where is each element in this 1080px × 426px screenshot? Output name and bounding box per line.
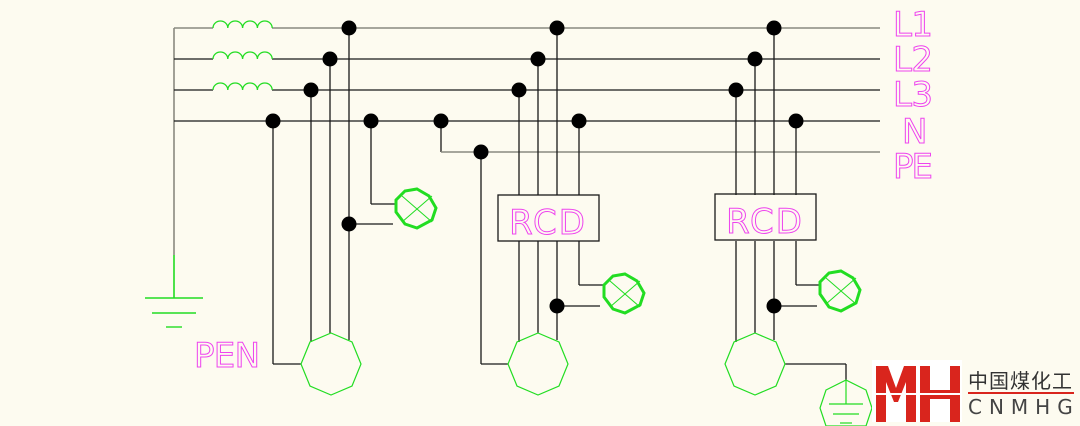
bus-PE [440,121,880,153]
earth-ground-icon [145,297,203,328]
circuit-3-junctions [728,20,804,314]
circuit-3-wires [735,28,847,380]
bus-label-L1: L1 [893,5,933,45]
rcd-2-label: RCD [726,202,804,242]
lamp-octagon [394,187,438,230]
rcd-2: RCD [714,193,817,243]
rcd-1-label: RCD [509,203,587,243]
logo-divider [968,392,1074,394]
bus-label-L2: L2 [893,40,933,80]
logo-chinese-text: 中国煤化工 [968,369,1073,393]
winding-L1-icon [212,20,273,29]
winding-L3-icon [212,82,273,91]
circuit-1-wires [272,28,395,365]
bus-label-N: N [902,112,927,152]
pen-label: PEN [194,336,260,376]
logo-mark-icon [872,360,962,422]
motor-load-1-icon [300,332,362,396]
bus-label-PE: PE [893,147,933,187]
rcd-1: RCD [497,194,600,244]
lamp-3-icon [818,269,862,313]
circuit-1-junctions [265,20,379,232]
winding-L2-icon [212,51,273,60]
lamp-1-icon [394,187,438,230]
motor-load-2-icon [507,332,569,396]
lamp-2-icon [602,272,646,315]
bus-label-L3: L3 [893,75,933,115]
circuit-2-junctions [433,20,587,314]
motor-load-3-icon [724,332,786,396]
circuit-2-wires [480,28,603,365]
logo-english-text: CNMHG [968,395,1080,419]
bus-labels: L1 L2 L3 N PE [893,5,934,188]
watermark-logo: 中国煤化工 CNMHG [872,360,1080,426]
local-earth-icon [819,379,873,426]
